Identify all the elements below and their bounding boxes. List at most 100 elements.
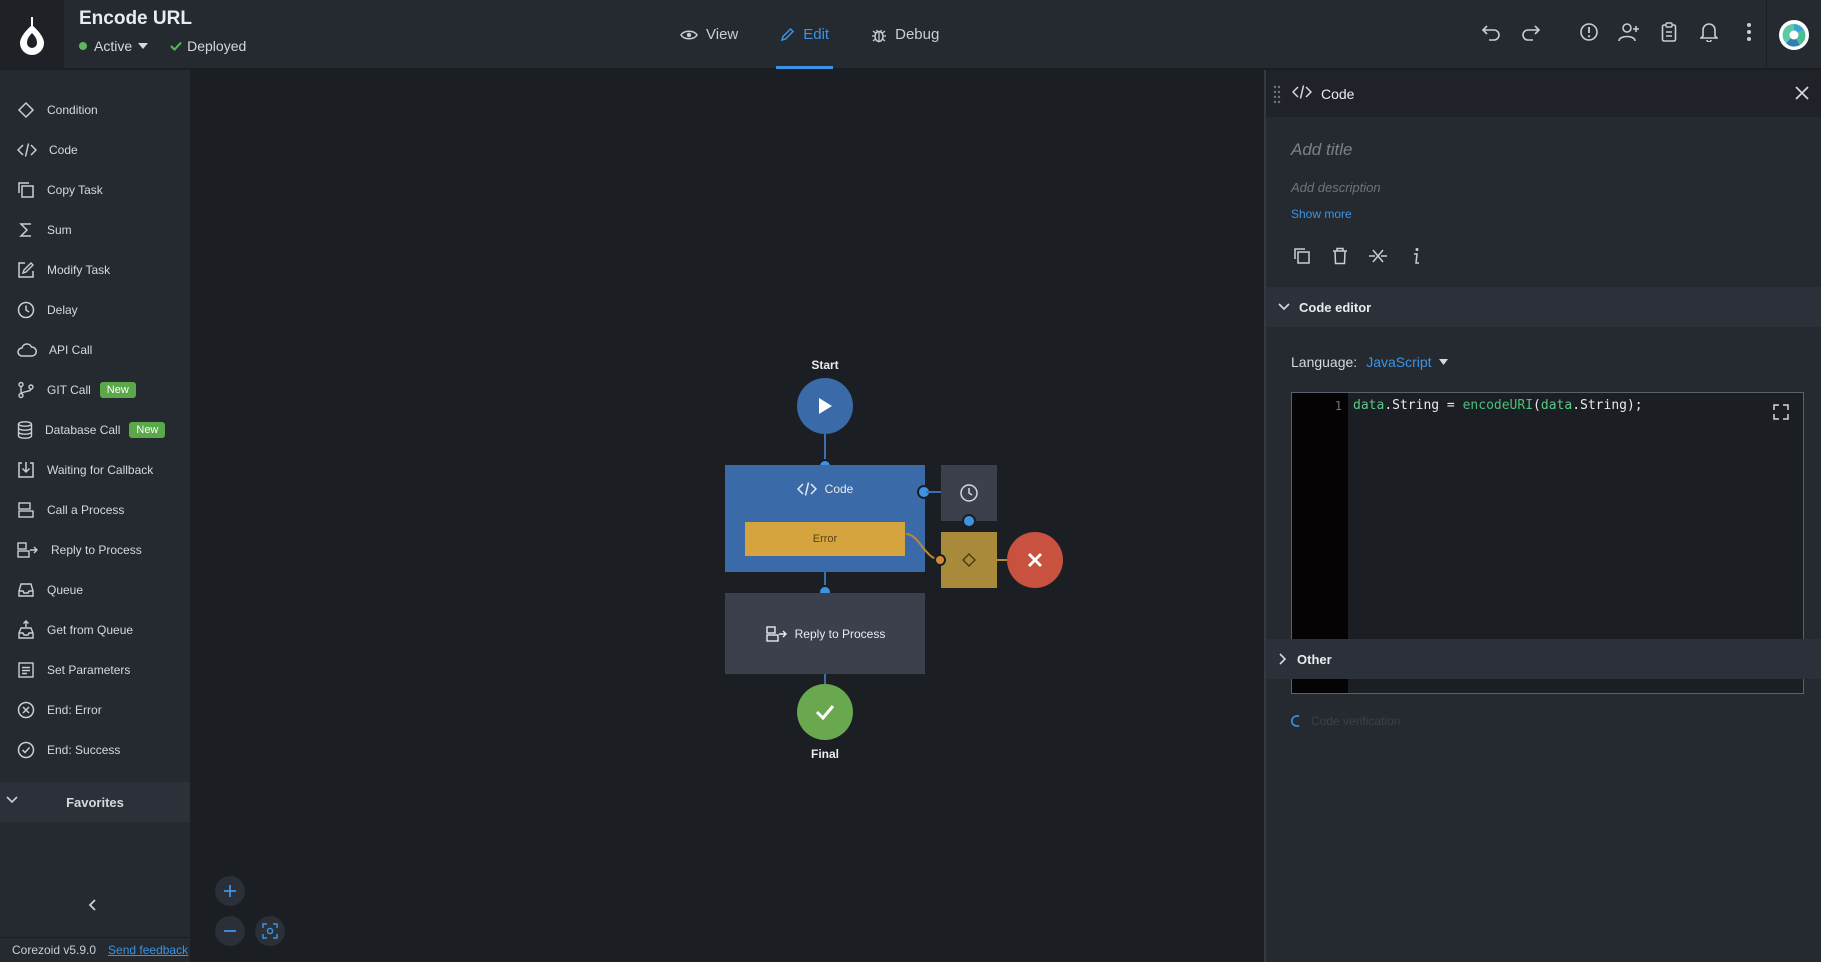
code-editor-section-header[interactable]: Code editor	[1266, 287, 1821, 327]
close-icon[interactable]	[1793, 84, 1811, 102]
condition-node[interactable]	[941, 532, 997, 588]
reply-to-process-node[interactable]: Reply to Process	[725, 593, 925, 674]
connector-line	[824, 674, 826, 684]
zoom-out-button[interactable]	[215, 916, 245, 946]
sidebar-item-git-call[interactable]: GIT Call New	[0, 370, 190, 410]
chevron-right-icon	[1279, 653, 1287, 665]
collapse-sidebar-button[interactable]	[87, 898, 99, 912]
reply-process-icon	[765, 625, 787, 642]
sidebar-item-get-from-queue[interactable]: Get from Queue	[0, 610, 190, 650]
version-label: Corezoid v5.9.0	[12, 943, 97, 957]
sidebar-item-condition[interactable]: Condition	[0, 90, 190, 130]
diamond-icon	[17, 101, 35, 119]
title-input[interactable]: Add title	[1291, 140, 1353, 159]
check-icon	[170, 41, 182, 51]
node-properties-panel: Code Add title Add description Show more…	[1266, 70, 1821, 962]
sidebar-item-call-a-process[interactable]: Call a Process	[0, 490, 190, 530]
sidebar-item-label: Condition	[47, 103, 98, 117]
final-label: Final	[810, 747, 839, 761]
sidebar-item-database-call[interactable]: Database Call New	[0, 410, 190, 450]
sidebar-item-delay[interactable]: Delay	[0, 290, 190, 330]
expand-icon[interactable]	[1773, 404, 1789, 420]
tab-debug[interactable]: Debug	[861, 0, 949, 69]
corezoid-logo[interactable]	[0, 0, 64, 69]
delay-node[interactable]	[941, 465, 997, 521]
sidebar-item-code[interactable]: Code	[0, 130, 190, 170]
more-menu-button[interactable]	[1737, 20, 1761, 44]
sidebar-item-copy-task[interactable]: Copy Task	[0, 170, 190, 210]
diamond-icon	[962, 553, 976, 567]
status-dropdown[interactable]: Active	[94, 38, 133, 54]
favorites-section[interactable]: Favorites	[0, 782, 190, 822]
connector-line	[824, 572, 826, 594]
sidebar-item-label: Delay	[47, 303, 78, 317]
code-node[interactable]: Code Error	[725, 465, 925, 572]
share-user-button[interactable]	[1617, 20, 1641, 44]
drag-handle-icon[interactable]	[1273, 84, 1281, 104]
more-vertical-icon	[1747, 23, 1751, 41]
end-error-node[interactable]	[1007, 532, 1063, 588]
pencil-icon	[781, 27, 795, 42]
git-icon	[18, 381, 34, 399]
alerts-button[interactable]	[1577, 20, 1601, 44]
language-row: Language: JavaScript	[1291, 354, 1448, 370]
tab-view[interactable]: View	[670, 0, 748, 69]
cloud-icon	[17, 343, 37, 357]
tab-edit[interactable]: Edit	[770, 0, 839, 69]
fit-screen-button[interactable]	[255, 916, 285, 946]
copy-icon	[18, 182, 34, 198]
other-section-header[interactable]: Other	[1266, 639, 1821, 679]
sidebar-item-set-parameters[interactable]: Set Parameters	[0, 650, 190, 690]
disconnect-node-button[interactable]	[1367, 245, 1389, 267]
inbox-up-icon	[18, 620, 34, 639]
connector-port	[962, 514, 976, 528]
notifications-button[interactable]	[1697, 20, 1721, 44]
chevron-down-icon[interactable]	[138, 43, 149, 49]
user-avatar[interactable]	[1766, 0, 1821, 69]
sidebar-item-modify-task[interactable]: Modify Task	[0, 250, 190, 290]
exclamation-circle-icon	[1580, 23, 1598, 41]
other-section-label: Other	[1297, 651, 1332, 667]
sidebar-item-label: Code	[49, 143, 78, 157]
error-branch[interactable]: Error	[745, 522, 905, 556]
sidebar-item-end-error[interactable]: End: Error	[0, 690, 190, 730]
send-feedback-link[interactable]: Send feedback	[108, 943, 189, 957]
sidebar-item-label: Waiting for Callback	[47, 463, 154, 477]
show-more-link[interactable]: Show more	[1291, 207, 1352, 221]
code-node-label: Code	[824, 482, 854, 496]
chevron-down-icon	[1278, 303, 1290, 311]
code-icon	[1292, 85, 1312, 99]
sidebar-item-label: Database Call	[45, 423, 121, 437]
code-line[interactable]: data.String = encodeURI(data.String);	[1353, 398, 1643, 413]
clipboard-button[interactable]	[1657, 20, 1681, 44]
spinner-icon	[1291, 715, 1300, 727]
delete-node-button[interactable]	[1329, 245, 1351, 267]
sidebar-item-label: Queue	[47, 583, 84, 597]
node-info-button[interactable]	[1405, 245, 1427, 267]
sidebar-item-end-success[interactable]: End: Success	[0, 730, 190, 770]
undo-button[interactable]	[1479, 20, 1503, 44]
redo-button[interactable]	[1519, 20, 1543, 44]
panel-header: Code	[1266, 70, 1821, 117]
sidebar-item-waiting-for-callback[interactable]: Waiting for Callback	[0, 450, 190, 490]
language-select[interactable]: JavaScript	[1366, 354, 1448, 370]
sidebar-item-sum[interactable]: Sum	[0, 210, 190, 250]
connector-line	[926, 491, 942, 493]
sidebar-item-reply-to-process[interactable]: Reply to Process	[0, 530, 190, 570]
sidebar-item-api-call[interactable]: API Call	[0, 330, 190, 370]
zoom-in-button[interactable]	[215, 876, 245, 906]
sidebar-item-queue[interactable]: Queue	[0, 570, 190, 610]
description-input[interactable]: Add description	[1291, 180, 1381, 195]
bug-icon	[872, 29, 887, 42]
connector-port	[934, 554, 946, 566]
language-label: Language:	[1291, 354, 1358, 370]
sidebar-footer: Corezoid v5.9.0 Send feedback	[0, 937, 190, 962]
minus-icon	[224, 930, 236, 932]
copy-node-button[interactable]	[1291, 245, 1313, 267]
mode-tabs: View Edit Debug	[670, 0, 971, 69]
start-node[interactable]	[797, 378, 853, 434]
sidebar-item-label: Modify Task	[47, 263, 111, 277]
process-canvas[interactable]: Start Code Error Reply to Process	[190, 70, 1264, 962]
final-node[interactable]	[797, 684, 853, 740]
panel-resizer[interactable]	[1264, 70, 1266, 962]
